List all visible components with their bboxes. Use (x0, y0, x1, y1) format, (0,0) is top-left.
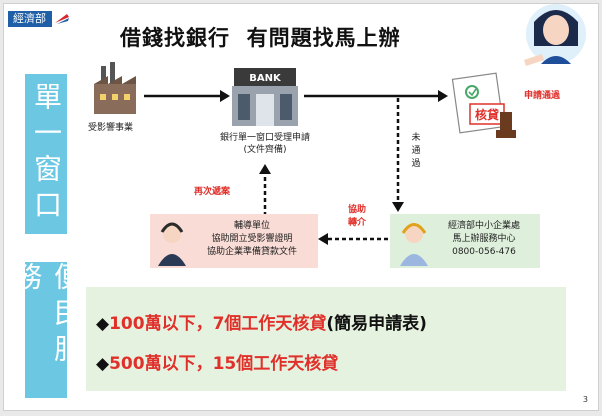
benefit-line-1: ◆100萬以下，7個工作天核貸(簡易申請表) (96, 309, 427, 334)
assist-referral-label: 協助轉介 (347, 205, 366, 228)
moea-line2: 馬上辦服務中心 (452, 234, 516, 244)
guidance-line3: 協助企業準備貸款文件 (206, 247, 297, 257)
factory-icon (94, 62, 136, 114)
stamp-text: 核貸 (475, 107, 499, 122)
loan-approval-stamp-icon: 核貸 (451, 72, 516, 138)
moea-line1: 經濟部中小企業處 (447, 221, 520, 231)
bullet-icon: ◆ (96, 314, 110, 334)
bank-label-line1: 銀行單一窗口受理申請 (219, 133, 310, 143)
factory-label: 受影響事業 (88, 123, 134, 133)
bank-label-line2: (文件齊備) (243, 145, 287, 155)
benefit-2-highlight: 500萬以下，15個工作天核貸 (109, 354, 339, 374)
headset-operator-icon (400, 223, 428, 266)
moea-center-text: 經濟部中小企業處 馬上辦服務中心 0800-056-476 (432, 220, 536, 259)
flow-diagram: BANK 核貸 (94, 4, 586, 268)
headset-agent-icon (158, 222, 186, 266)
guidance-unit-text: 輔導單位 協助開立受影響證明 協助企業準備貸款文件 (190, 220, 314, 259)
approved-label: 申請通過 (524, 91, 561, 101)
side-label-convenient-service: 便民服務 (10, 262, 83, 370)
not-approved-label: 未通過 (411, 133, 421, 169)
flag-mark-icon (52, 11, 72, 27)
resubmit-label: 再次遞案 (194, 187, 231, 197)
logo-text: 經濟部 (8, 11, 52, 27)
sidebar-single-window: 單一窗口 (25, 74, 67, 234)
sidebar-convenient-service: 便民服務 (10, 262, 83, 398)
bank-label: 銀行單一窗口受理申請 (文件齊備) (202, 132, 328, 156)
bank-sign-text: BANK (249, 73, 282, 84)
page-number: 3 (582, 395, 588, 404)
side-label-single-window: 單一窗口 (30, 82, 63, 226)
guidance-line1: 輔導單位 (233, 221, 270, 231)
bank-icon: BANK (232, 68, 298, 126)
benefits-panel: ◆100萬以下，7個工作天核貸(簡易申請表) ◆500萬以下，15個工作天核貸 (86, 287, 566, 391)
service-woman-icon (524, 4, 586, 66)
moea-logo: 經濟部 (8, 11, 72, 27)
bullet-icon: ◆ (96, 354, 110, 374)
slide: 經濟部 借錢找銀行 有問題找馬上辦 (3, 3, 599, 411)
page-title: 借錢找銀行 有問題找馬上辦 (120, 26, 401, 50)
benefit-line-2: ◆500萬以下，15個工作天核貸 (96, 349, 338, 374)
guidance-line2: 協助開立受影響證明 (211, 234, 293, 244)
benefit-1-highlight: 100萬以下，7個工作天核貸 (109, 314, 327, 334)
benefit-1-note: (簡易申請表) (326, 314, 427, 334)
moea-hotline: 0800-056-476 (452, 247, 516, 257)
